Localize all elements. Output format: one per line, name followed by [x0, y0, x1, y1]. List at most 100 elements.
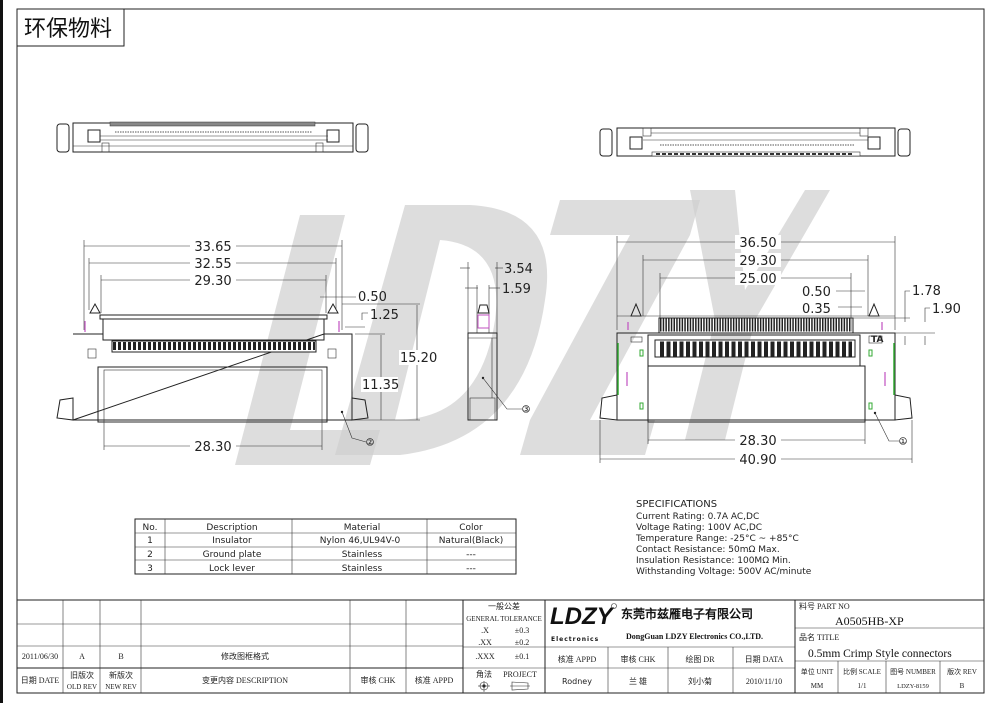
dim-1-59: 1.59	[502, 282, 531, 297]
company-name-cn: 东莞市兹雁电子有限公司	[621, 606, 753, 621]
approvals-header-chk: 审核 CHK	[621, 654, 656, 664]
part-title: 0.5mm Crimp Style connectors	[808, 648, 952, 660]
number-label: 图号 NUMBER	[890, 668, 936, 676]
bom-cell: Nylon 46,UL94V-0	[320, 536, 401, 546]
title-block	[17, 599, 984, 693]
scan-edge	[0, 0, 3, 703]
header-new-rev-en: NEW REV	[105, 683, 137, 691]
bom-header-description: Description	[206, 523, 257, 533]
dim-3-54: 3.54	[504, 262, 533, 277]
dim-40-90: 40.90	[739, 453, 776, 468]
front-view-right	[599, 302, 913, 442]
bom-cell: Ground plate	[203, 550, 262, 560]
company-logo: LDZY	[550, 603, 615, 630]
rev-label: 版次 REV	[947, 667, 977, 676]
bom-table	[134, 518, 517, 575]
specifications: SPECIFICATIONS Current Rating: 0.7A AC,D…	[635, 499, 812, 577]
header-new-rev-cn: 新版次	[109, 670, 133, 680]
bom-cell: 1	[147, 536, 153, 546]
bom-header-no: No.	[143, 523, 158, 533]
header-date: 日期 DATE	[21, 676, 60, 685]
bom-cell: Lock lever	[209, 564, 255, 574]
title-label: 品名 TITLE	[799, 632, 839, 642]
dim-0-50-right: 0.50	[802, 285, 831, 300]
callout-2: ②	[366, 438, 374, 448]
dim-28-30-left: 28.30	[194, 440, 231, 455]
company-name-en: DongGuan LDZY Electronics CO.,LTD.	[626, 632, 763, 641]
approvals-header-appd: 核准 APPD	[558, 654, 597, 664]
spec-title: SPECIFICATIONS	[636, 499, 717, 510]
bom-header-color: Color	[459, 523, 483, 533]
spec-line: Current Rating: 0.7A AC,DC	[636, 512, 759, 522]
revision-date: 2011/06/30	[22, 652, 58, 661]
front-view-left	[56, 302, 369, 443]
dim-36-50: 36.50	[739, 236, 776, 251]
tolerance-title-en: GENERAL TOLERANCE	[466, 615, 542, 623]
approvals-header-dr: 绘图 DR	[685, 654, 715, 664]
revision-new-rev: B	[118, 652, 123, 661]
part-no-label: 料号 PART NO	[799, 601, 850, 611]
dim-1-90: 1.90	[932, 302, 961, 317]
company-logo-sub: Electronics	[551, 636, 599, 643]
tolerance-key: .XXX	[475, 652, 495, 661]
dim-1-78: 1.78	[912, 284, 941, 299]
tolerance-key: .X	[481, 626, 489, 635]
tolerance-value: ±0.3	[515, 626, 529, 635]
scale-label: 比例 SCALE	[843, 667, 881, 676]
tolerance-value: ±0.1	[515, 652, 529, 661]
drawing-date: 2010/11/10	[746, 677, 782, 686]
callout-3: ③	[522, 405, 530, 415]
bom-cell: Stainless	[342, 550, 383, 560]
dim-11-35: 11.35	[362, 378, 399, 393]
dim-1-25: 1.25	[370, 308, 399, 323]
unit-value: MM	[811, 682, 824, 690]
bom-cell: 3	[147, 564, 153, 574]
bom-header-material: Material	[344, 523, 381, 533]
dim-0-35: 0.35	[802, 302, 831, 317]
eco-label: 环保物料	[24, 16, 112, 41]
bom-cell: Stainless	[342, 564, 383, 574]
revision-old-rev: A	[79, 652, 85, 661]
header-appd: 核准 APPD	[415, 675, 454, 685]
projection-label: 角法	[476, 669, 492, 679]
spec-line: Temperature Range: -25°C ~ +85°C	[635, 534, 799, 544]
part-number: A0505HB-XP	[835, 614, 904, 628]
projection-symbol-icon	[478, 681, 530, 692]
dim-29-30-right: 29.30	[739, 254, 776, 269]
header-chk: 审核 CHK	[361, 675, 396, 685]
callout-circle-3	[522, 405, 530, 413]
scale-value: 1/1	[858, 682, 867, 690]
header-old-rev-cn: 旧版次	[70, 670, 94, 680]
spec-line: Withstanding Voltage: 500V AC/minute	[636, 567, 812, 577]
tolerance-title-cn: 一般公差	[488, 601, 520, 611]
unit-label: 单位 UNIT	[801, 667, 834, 676]
bom-cell: 2	[147, 550, 153, 560]
callout-1: ①	[899, 437, 907, 447]
approvals-header-date: 日期 DATA	[745, 655, 784, 664]
dim-29-30: 29.30	[194, 274, 231, 289]
header-old-rev-en: OLD REV	[67, 683, 97, 691]
dim-28-30-right: 28.30	[739, 434, 776, 449]
header-description: 变更内容 DESCRIPTION	[202, 675, 288, 685]
revision-description: 修改图框格式	[221, 651, 269, 661]
top-view-left	[56, 121, 369, 153]
sheet-frame	[16, 8, 985, 694]
dim-0-50: 0.50	[358, 290, 387, 305]
tolerance-key: .XX	[478, 638, 492, 647]
spec-line: Voltage Rating: 100V AC,DC	[636, 523, 762, 533]
registered-mark-icon	[611, 603, 617, 609]
callout-circle-2	[366, 438, 374, 446]
callout-circle-1	[899, 437, 907, 445]
approved-by: Rodney	[562, 677, 592, 686]
eco-label-box	[16, 8, 125, 47]
bom-cell: ---	[466, 564, 476, 574]
dim-32-55: 32.55	[194, 257, 231, 272]
top-view-right	[599, 127, 911, 157]
side-view	[460, 262, 522, 421]
spec-line: Insulation Resistance: 100MΩ Min.	[636, 556, 791, 566]
revision-value: B	[960, 682, 965, 690]
bom-cell: ---	[466, 550, 476, 560]
drawing-number: LDZY-8159	[897, 683, 929, 690]
bom-cell: Natural(Black)	[439, 536, 504, 546]
spec-line: Contact Resistance: 50mΩ Max.	[636, 545, 780, 555]
